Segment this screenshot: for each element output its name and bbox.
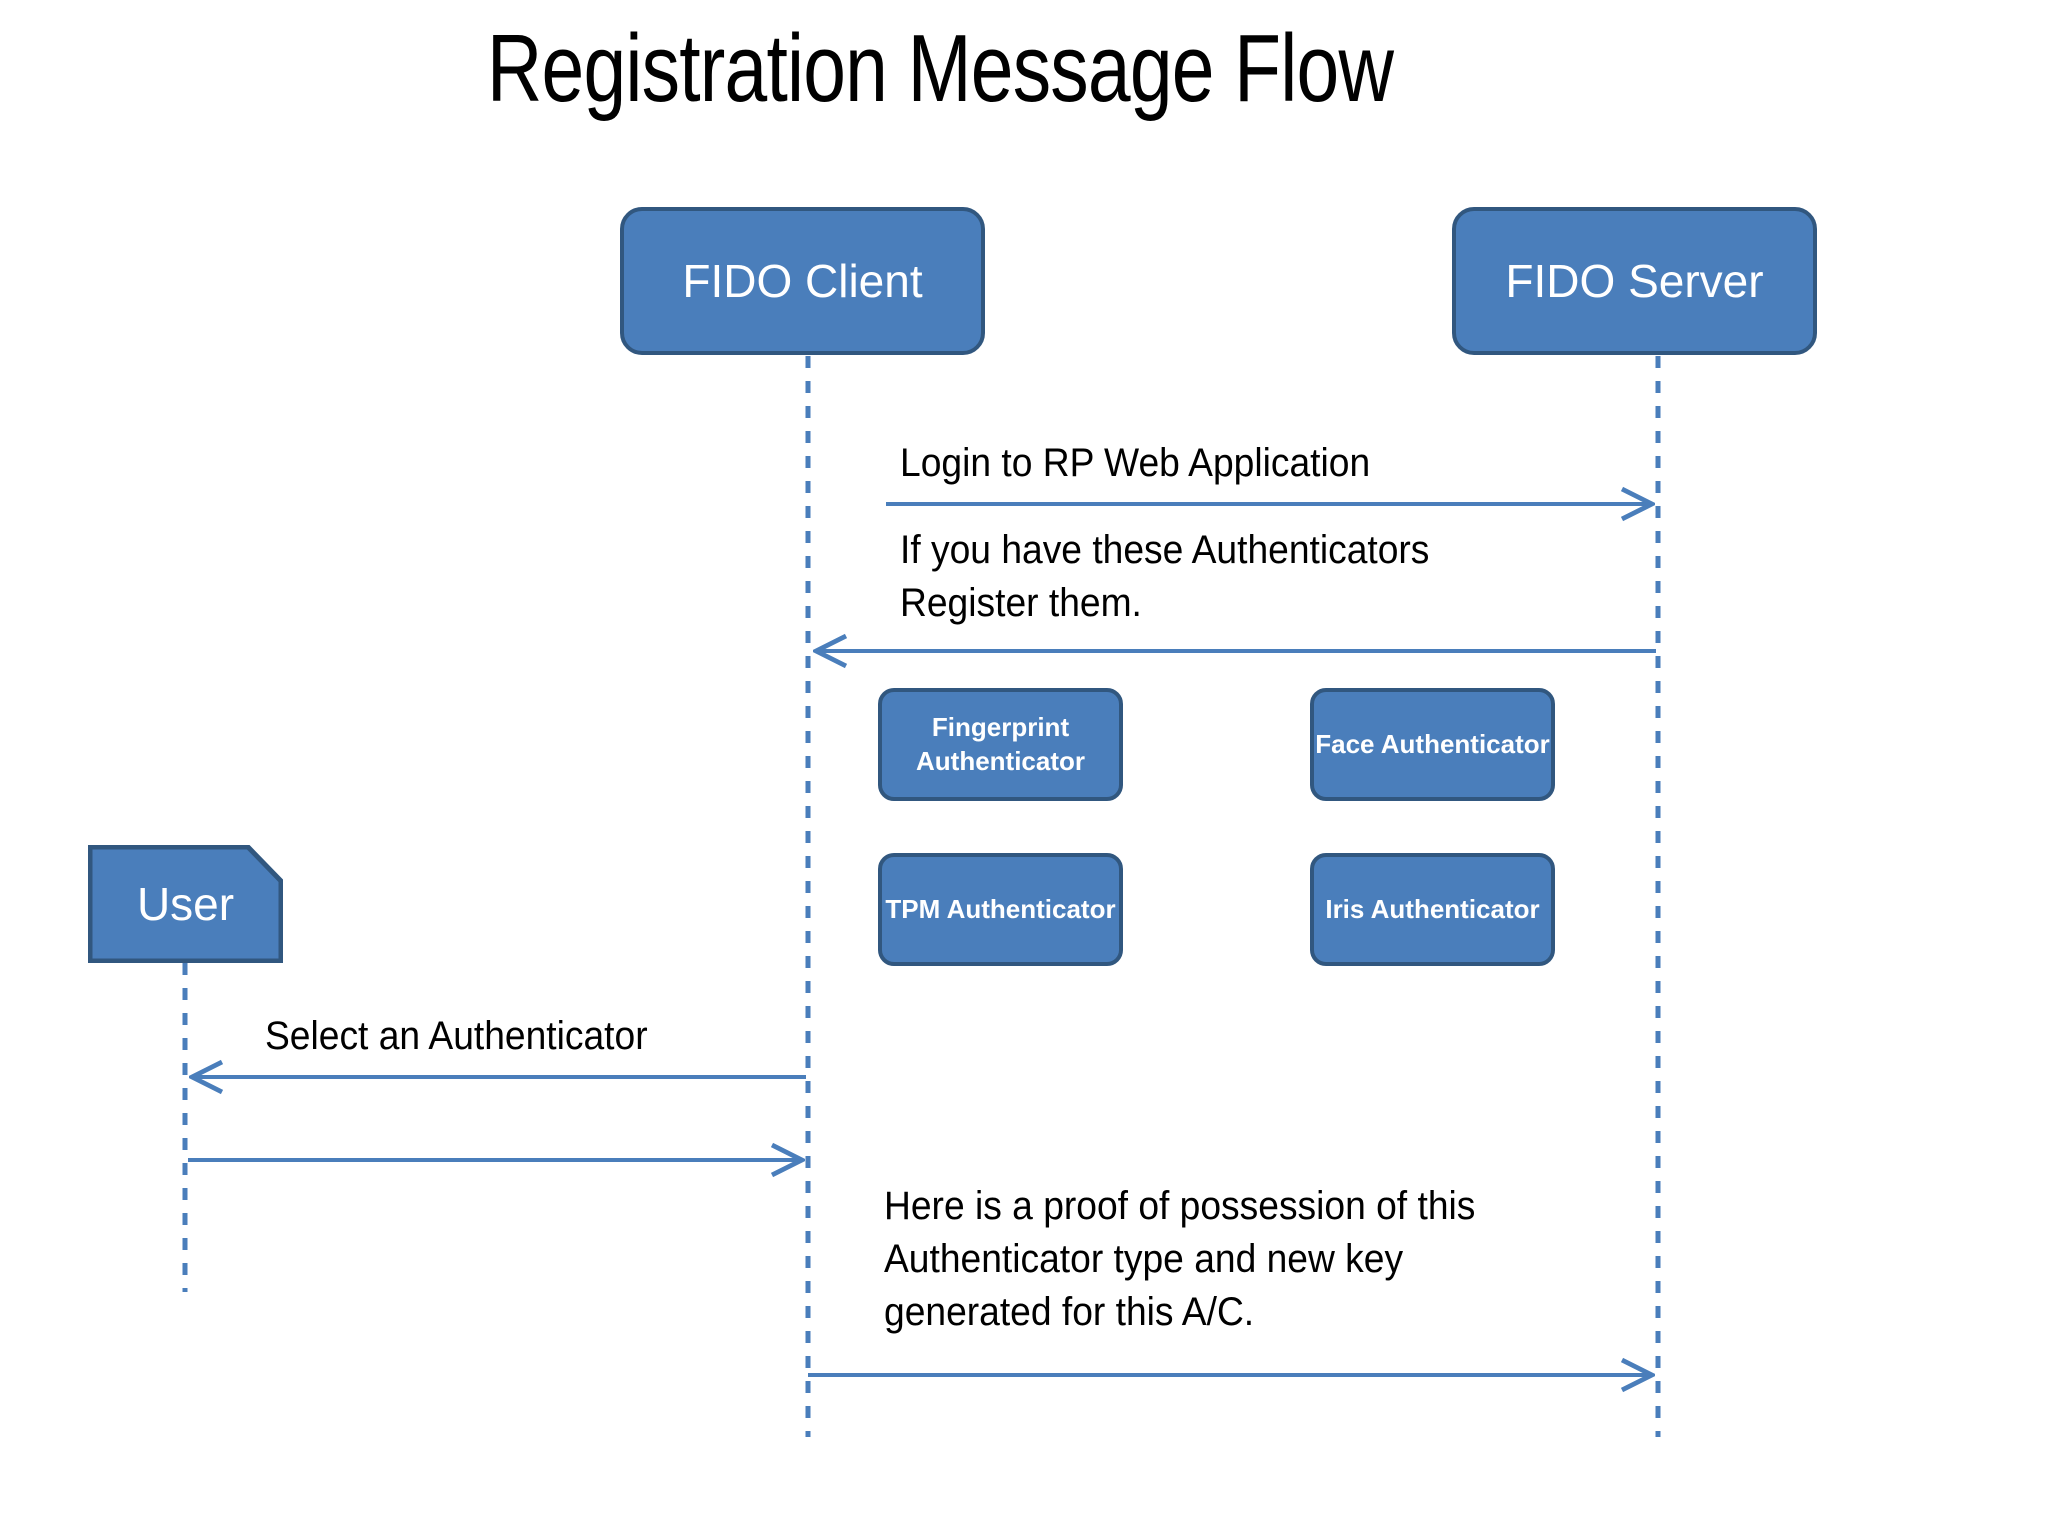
message-label-login: Login to RP Web Application bbox=[900, 441, 1371, 485]
page-title: Registration Message Flow bbox=[486, 15, 1394, 122]
user-note-shape bbox=[88, 845, 283, 963]
participant-fido-server[interactable]: FIDO Server bbox=[1452, 207, 1817, 355]
authenticator-face-label: Face Authenticator bbox=[1315, 728, 1550, 759]
authenticator-tpm-label: TPM Authenticator bbox=[885, 893, 1116, 924]
message-label-select: Select an Authenticator bbox=[265, 1014, 648, 1058]
participant-fido-server-label: FIDO Server bbox=[1505, 254, 1764, 307]
actor-user-label: User bbox=[136, 877, 235, 930]
authenticator-iris[interactable]: Iris Authenticator bbox=[1310, 853, 1555, 966]
authenticator-face[interactable]: Face Authenticator bbox=[1310, 688, 1555, 801]
message-label-proof: Here is a proof of possession of this Au… bbox=[884, 1184, 1476, 1334]
authenticator-iris-label: Iris Authenticator bbox=[1325, 893, 1540, 924]
participant-fido-client[interactable]: FIDO Client bbox=[620, 207, 985, 355]
authenticator-tpm[interactable]: TPM Authenticator bbox=[878, 853, 1123, 966]
authenticator-fingerprint-label: Fingerprint Authenticator bbox=[916, 711, 1085, 776]
authenticator-fingerprint[interactable]: Fingerprint Authenticator bbox=[878, 688, 1123, 801]
participant-fido-client-label: FIDO Client bbox=[682, 254, 923, 307]
actor-user[interactable]: User bbox=[88, 845, 283, 963]
message-label-offer: If you have these Authenticators Registe… bbox=[900, 528, 1430, 625]
